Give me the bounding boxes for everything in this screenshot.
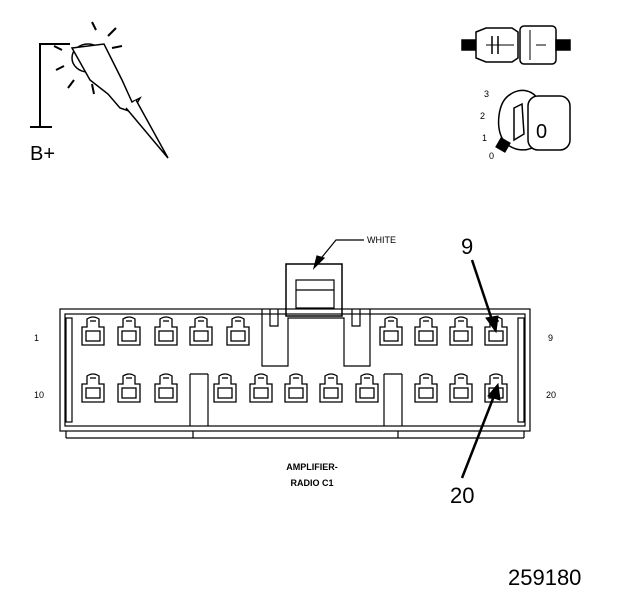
connector-name-line1: AMPLIFIER- [286, 462, 338, 472]
terminal-cavities [81, 316, 508, 403]
ignition-key-icon [495, 89, 571, 153]
terminal-cavity [355, 373, 379, 403]
ignition-position-3: 3 [484, 89, 489, 99]
terminal-cavity [213, 373, 237, 403]
callout-arrows [460, 259, 501, 479]
key-position-label: 0 [536, 121, 547, 143]
callout-bottom-label: 20 [450, 483, 474, 508]
terminal-cavity [81, 373, 105, 403]
supply-label: B+ [30, 143, 55, 165]
color-leader [312, 239, 364, 270]
terminal-cavity [449, 373, 473, 403]
terminal-cavity [379, 316, 403, 346]
callout-top-label: 9 [461, 234, 473, 259]
terminal-cavity [226, 316, 250, 346]
terminal-cavity [117, 316, 141, 346]
row-top-end-label: 9 [548, 333, 553, 343]
connector-color-label: WHITE [367, 235, 396, 245]
row-bottom-end-label: 20 [546, 390, 556, 400]
terminal-cavity [449, 316, 473, 346]
ignition-position-2: 2 [480, 111, 485, 121]
figure-number: 259180 [508, 565, 581, 590]
terminal-cavity [154, 316, 178, 346]
connector-body [59, 263, 531, 439]
terminal-cavity [249, 373, 273, 403]
test-light-icon [30, 21, 169, 159]
row-top-start-label: 1 [34, 333, 39, 343]
terminal-cavity [319, 373, 343, 403]
terminal-cavity [81, 316, 105, 346]
terminal-cavity [414, 316, 438, 346]
row-bottom-start-label: 10 [34, 390, 44, 400]
terminal-cavity [284, 373, 308, 403]
connector-name-line2: RADIO C1 [290, 478, 333, 488]
terminal-cavity [189, 316, 213, 346]
ignition-position-1: 1 [482, 133, 487, 143]
connector-plug-icon [461, 25, 571, 65]
terminal-cavity [414, 373, 438, 403]
ignition-position-0: 0 [489, 151, 494, 161]
terminal-cavity [117, 373, 141, 403]
terminal-cavity [154, 373, 178, 403]
